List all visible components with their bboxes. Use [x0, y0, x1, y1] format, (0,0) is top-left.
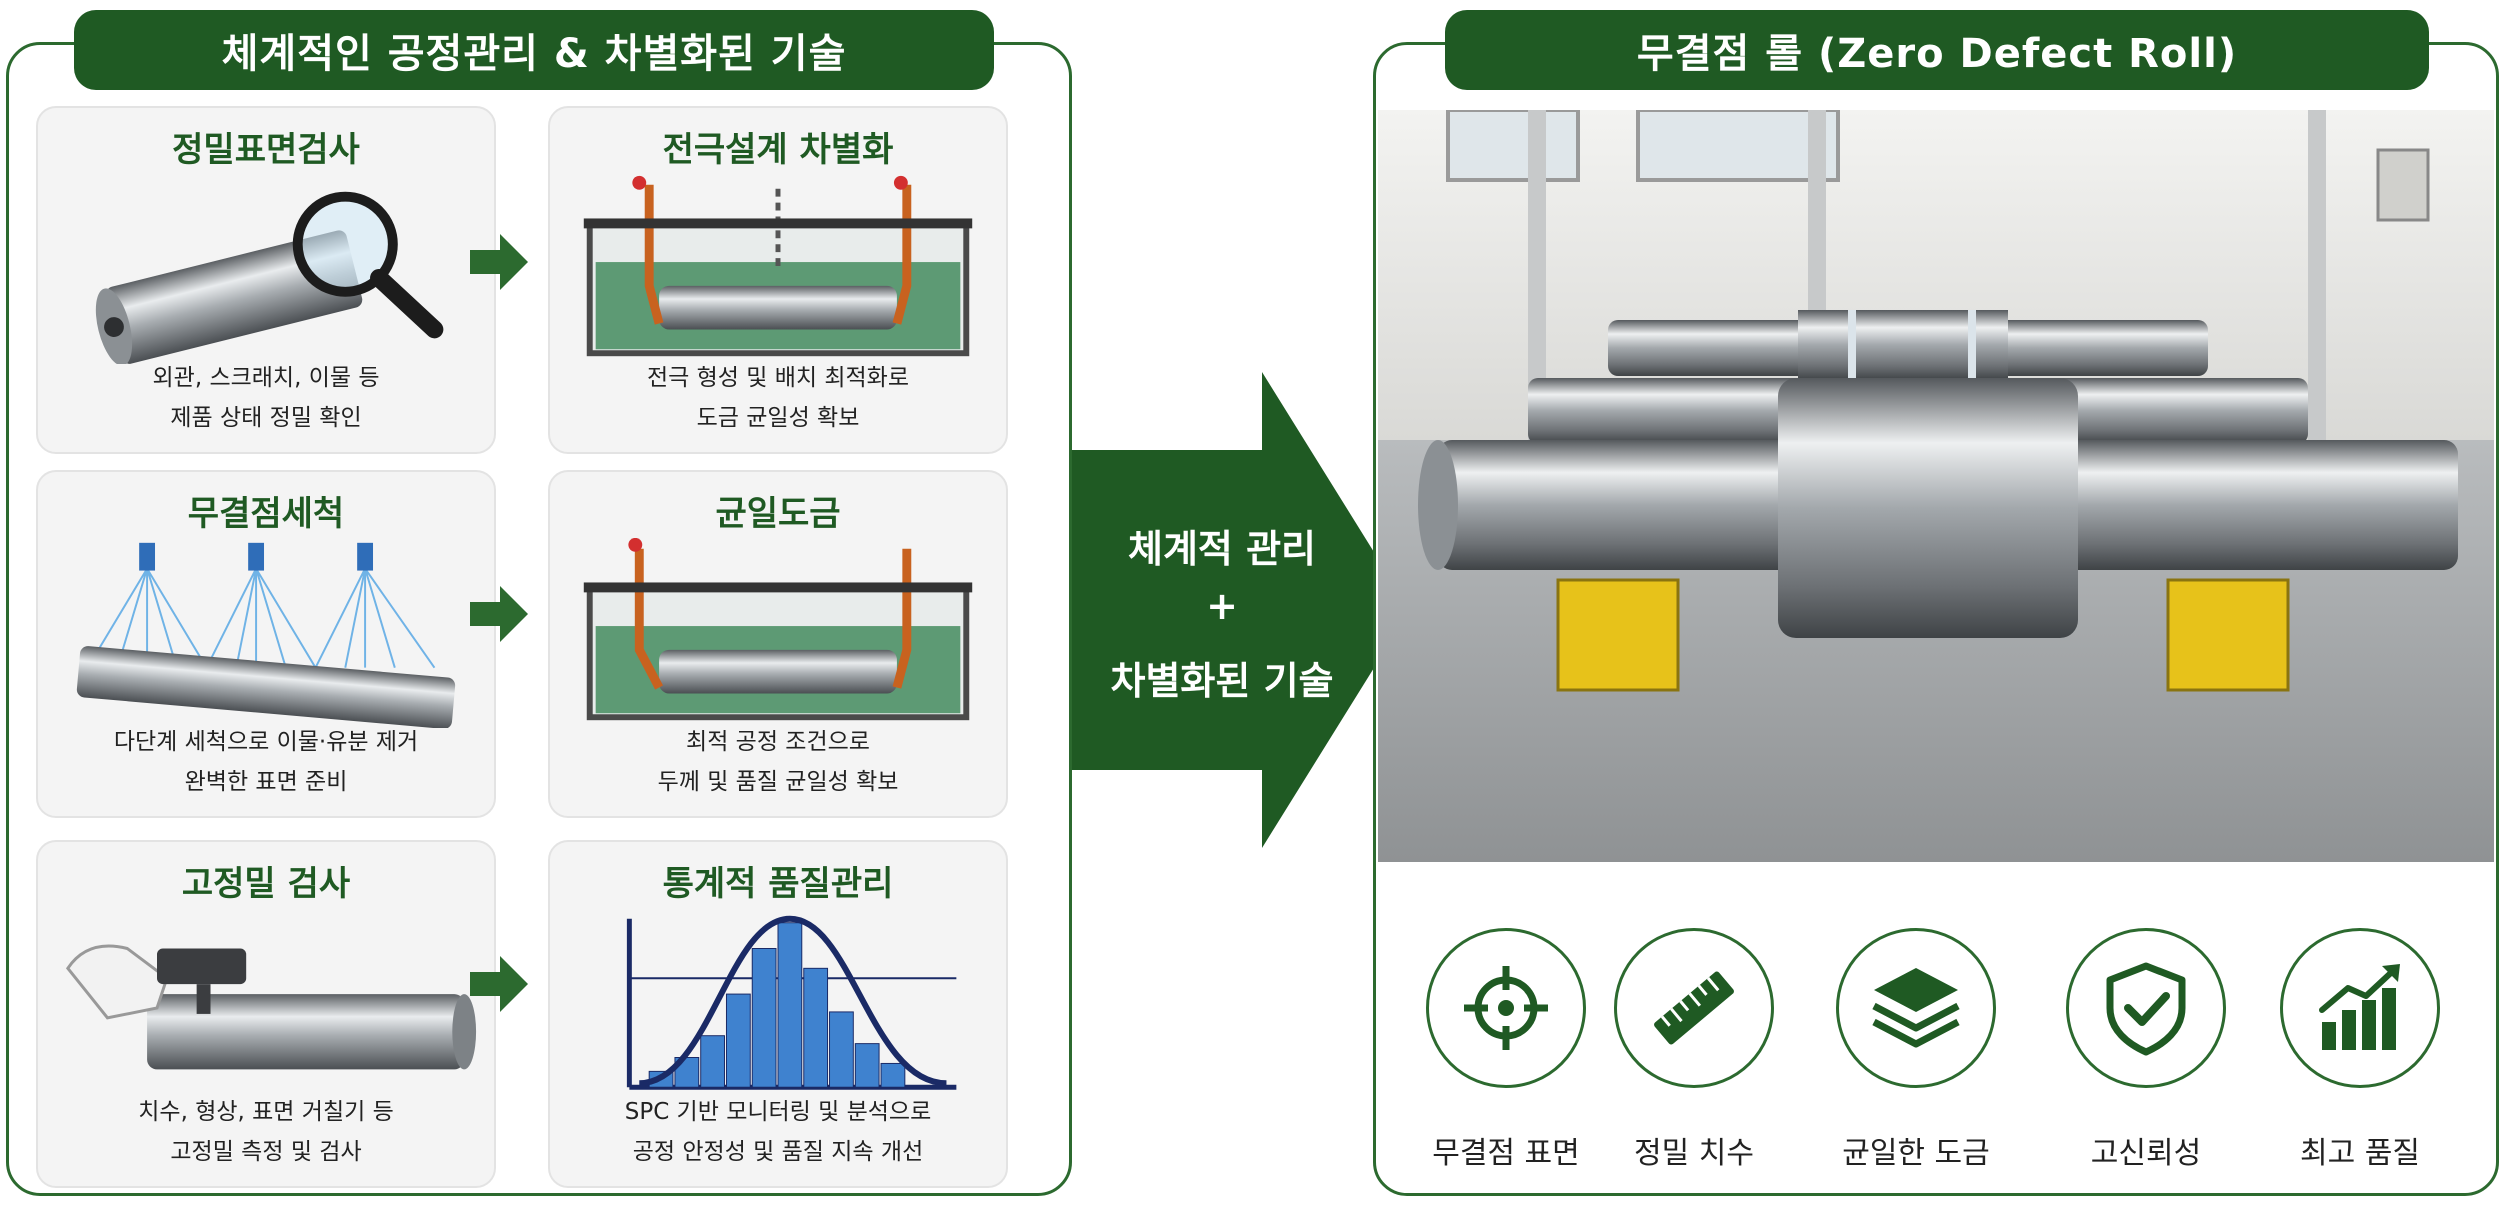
card-desc-line: SPC 기반 모니터링 및 분석으로	[624, 1099, 932, 1125]
card-desc-line: 전극 형성 및 배치 최적화로	[646, 365, 909, 391]
card-precision-inspection: 고정밀 검사 치수, 형상, 표면 거칠기 등 고정밀 측정 및 검사	[36, 840, 496, 1188]
growth-chart-icon	[2319, 964, 2400, 1050]
process-banner: 체계적인 공정관리 & 차별화된 기술	[74, 10, 994, 90]
card-desc-line: 외관, 스크래치, 이물 등	[152, 365, 380, 391]
card-desc-line: 다단계 세척으로 이물·유분 제거	[113, 729, 419, 755]
card-desc-line: 고정밀 측정 및 검사	[170, 1139, 362, 1165]
feature-label: 고신뢰성	[2090, 1136, 2202, 1171]
feature-label: 최고 품질	[2300, 1136, 2420, 1171]
card-title: 균일도금	[715, 494, 841, 534]
right-arrow-icon	[470, 586, 528, 642]
right-arrow-icon	[470, 234, 528, 290]
ruler-icon	[1654, 971, 1734, 1045]
card-desc-line: 완벽한 표면 준비	[184, 769, 348, 795]
card-desc-line: 두께 및 품질 균일성 확보	[657, 769, 899, 795]
feature-reliability: 고신뢰성	[2046, 928, 2246, 1172]
feature-precise-dimension: 정밀 치수	[1594, 928, 1794, 1172]
card-desc-line: 치수, 형상, 표면 거칠기 등	[138, 1099, 394, 1125]
result-banner: 무결점 롤 (Zero Defect Roll)	[1445, 10, 2429, 90]
card-spc: 통계적 품질관리 SPC 기반 모니터링 및 분석으로 공정 안정성 및 품질 …	[548, 840, 1008, 1188]
card-title: 전극설계 차별화	[662, 130, 894, 170]
feature-label: 정밀 치수	[1634, 1136, 1754, 1171]
card-desc-line: 공정 안정성 및 품질 지속 개선	[632, 1139, 924, 1165]
spc-histogram-illustration	[560, 908, 996, 1098]
big-right-arrow-icon	[1072, 372, 1410, 848]
center-plus: +	[1206, 584, 1238, 628]
feature-top-quality: 최고 품질	[2260, 928, 2460, 1172]
card-electrode-design: 전극설계 차별화 전극 형성 및 배치 최적화로 도금 균일성 확보	[548, 106, 1008, 454]
card-uniform-plating: 균일도금 최적 공정 조건으로 두께 및 품질 균일성 확보	[548, 470, 1008, 818]
magnifier-roll-illustration	[48, 174, 484, 366]
card-desc-line: 최적 공정 조건으로	[686, 729, 870, 755]
card-title: 정밀표면검사	[172, 130, 360, 170]
card-title: 고정밀 검사	[181, 864, 351, 904]
card-title: 무결점세척	[187, 494, 345, 534]
layers-icon	[1872, 968, 1960, 1048]
spray-cleaning-illustration	[48, 538, 484, 729]
center-line-1: 체계적 관리	[1127, 527, 1317, 571]
plating-tank-illustration	[560, 537, 996, 728]
card-title: 통계적 품질관리	[662, 864, 894, 904]
crosshair-icon	[1464, 966, 1548, 1050]
micrometer-roll-illustration	[48, 908, 484, 1098]
plating-tank-illustration	[560, 174, 996, 364]
feature-label: 무결점 표면	[1432, 1136, 1580, 1171]
card-desc-line: 도금 균일성 확보	[696, 405, 860, 431]
right-arrow-icon	[470, 956, 528, 1012]
feature-label: 균일한 도금	[1842, 1136, 1990, 1171]
feature-flawless-surface: 무결점 표면	[1406, 928, 1606, 1172]
card-cleaning: 무결점세척 다단계 세척으로 이물·유분 제거 완벽한 표면 준비	[36, 470, 496, 818]
card-surface-inspection: 정밀표면검사 외관, 스크래치, 이물 등 제품 상태 정밀 확인	[36, 106, 496, 454]
roll-factory-photo	[1378, 108, 2494, 862]
feature-uniform-plating: 균일한 도금	[1816, 928, 2016, 1172]
shield-check-icon	[2106, 962, 2186, 1056]
card-desc-line: 제품 상태 정밀 확인	[170, 405, 362, 431]
center-line-3: 차별화된 기술	[1110, 659, 1334, 703]
